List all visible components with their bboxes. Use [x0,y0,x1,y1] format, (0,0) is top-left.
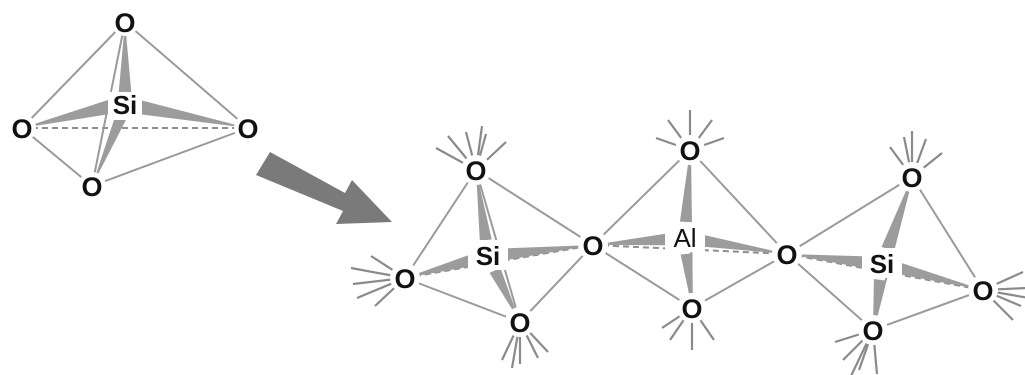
bond-wedge [405,254,475,278]
edge [691,253,788,309]
edge [404,169,477,279]
oxygen-atom: O [901,163,922,193]
si-atom: Si [870,249,895,279]
back-edge [786,253,984,291]
edge [592,244,693,309]
oxygen-atom: O [679,136,700,166]
bond-wedge [476,170,492,241]
bond-wedge [895,262,983,290]
oxygen-atom: O [81,172,102,202]
oxygen-atom: O [862,316,883,346]
oxygen-atom: O [394,264,415,294]
oxygen-atom: O [11,114,32,144]
edge [21,127,93,187]
oxygen-atom: O [972,276,993,306]
edge [786,176,913,255]
oxygen-atom: O [237,114,258,144]
bond-wedge [92,114,128,186]
oxygen-atom: O [509,308,530,338]
bond-wedge [503,245,593,261]
al-atom: Al [673,223,696,253]
single-tetrahedron: Si O O O O [8,8,262,202]
bond-wedge [138,100,248,128]
edge [911,176,984,291]
bond-wedge [787,254,867,269]
edge [404,277,521,323]
edge [519,244,594,323]
oxygen-atom: O [465,156,486,186]
edge [786,253,874,331]
edge [592,149,691,246]
si-atom: Si [476,241,501,271]
edge [872,289,984,331]
oxygen-atom: O [582,231,603,261]
back-edge [592,244,788,255]
edge [124,21,249,129]
arrow-icon [256,152,392,224]
oxygen-atom: O [114,8,135,38]
oxygen-atom: O [681,294,702,324]
edge [475,169,594,246]
bond-wedge [489,267,520,322]
bond-wedge [679,150,692,223]
bond-wedge [22,100,110,128]
edge [689,149,788,255]
edge [91,127,249,187]
bond-wedge [881,177,912,251]
bond-wedge [118,22,132,100]
bond-wedge [699,234,787,254]
si-atom: Si [113,90,138,120]
edge [21,21,126,129]
bond-wedge [593,233,670,246]
oxygen-atom: O [776,240,797,270]
